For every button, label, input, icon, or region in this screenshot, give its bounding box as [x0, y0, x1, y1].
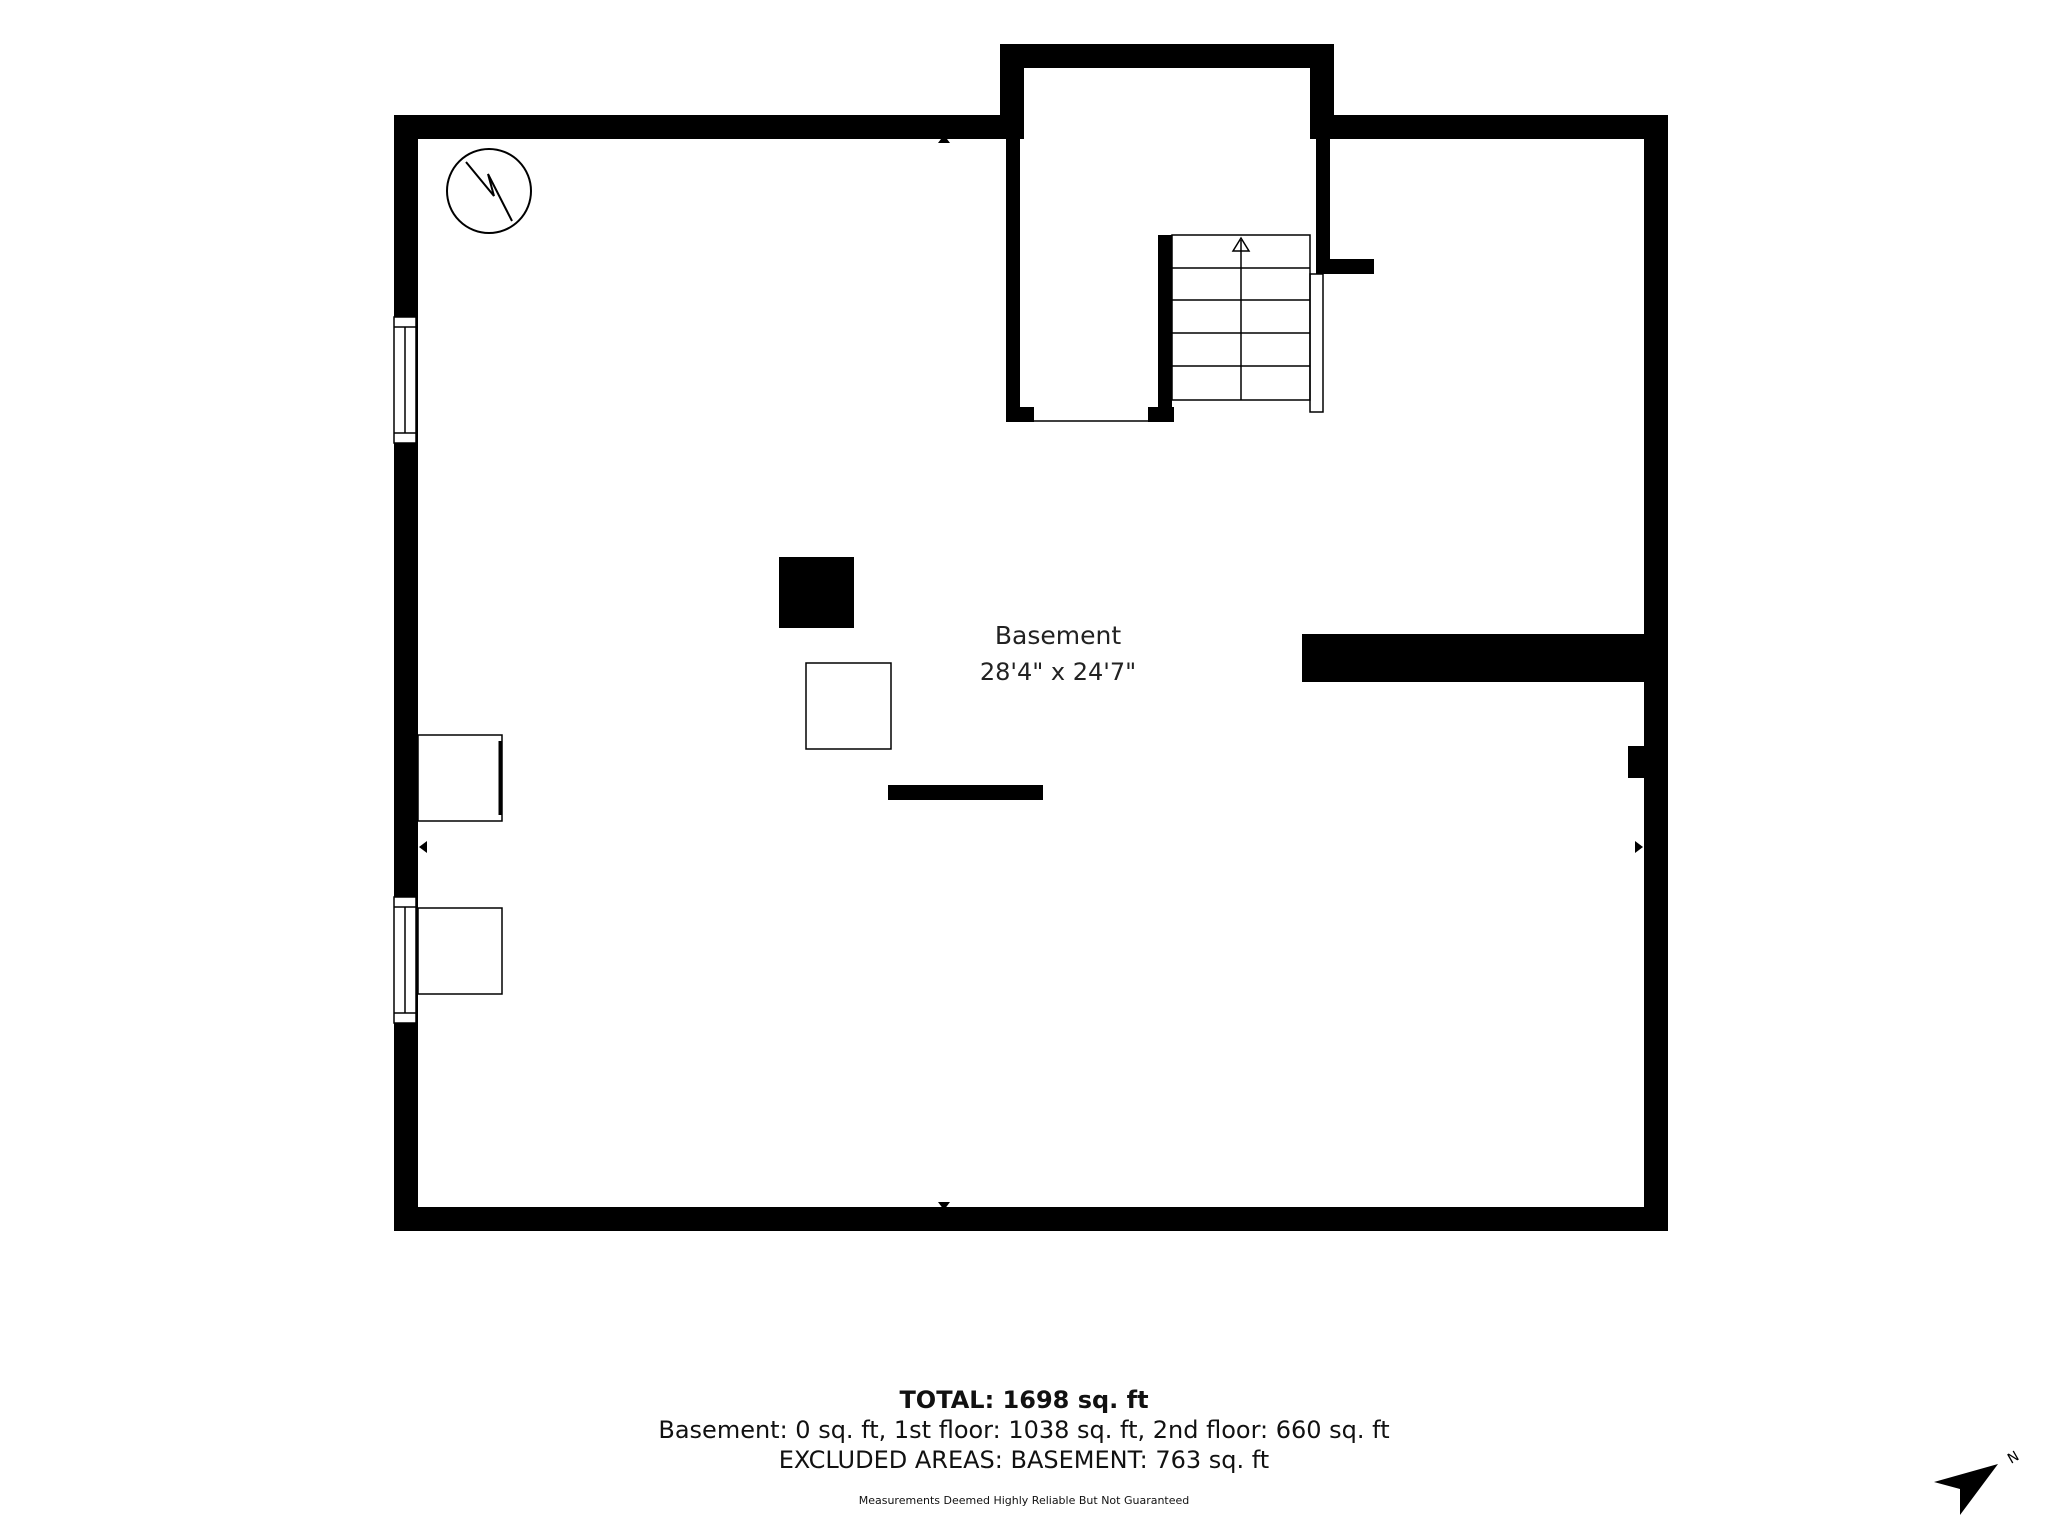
window-wells	[417, 734, 503, 995]
disclaimer: Measurements Deemed Highly Reliable But …	[858, 1494, 1190, 1507]
marker-bottom-icon	[938, 1202, 950, 1210]
marker-right-icon	[1635, 841, 1643, 853]
wall-stub-right	[1628, 746, 1650, 778]
water-heater	[446, 148, 532, 234]
wall-left	[394, 115, 418, 1231]
utility-box	[805, 662, 892, 750]
excluded-areas: EXCLUDED AREAS: BASEMENT: 763 sq. ft	[778, 1446, 1270, 1474]
wall-bottom	[394, 1207, 1668, 1231]
interior-elements	[779, 557, 1668, 800]
wall-top-left	[394, 115, 1024, 139]
marker-top-icon	[938, 135, 950, 143]
water-heater-circle	[446, 148, 532, 234]
exterior-walls	[394, 115, 1668, 1231]
partition-wall	[1302, 634, 1668, 682]
floor-breakdown: Basement: 0 sq. ft, 1st floor: 1038 sq. …	[658, 1416, 1390, 1444]
wall-markers	[419, 135, 1643, 1210]
window-well-upper	[417, 734, 503, 822]
alcove-right-wall-lower	[1316, 115, 1330, 265]
alcove-left-wall	[1006, 115, 1020, 422]
stair-side-wall	[1158, 235, 1172, 422]
stair-railing	[1309, 273, 1324, 413]
compass-arrow-icon	[1934, 1464, 1998, 1515]
wall-top-right	[1326, 115, 1668, 139]
support-column	[779, 557, 854, 628]
room-name: Basement	[995, 621, 1121, 650]
stair-direction-arrow	[1231, 236, 1251, 252]
windows	[393, 316, 417, 1024]
stair-alcove-walls	[1000, 44, 1374, 422]
window-well-lower	[417, 907, 503, 995]
stairs	[1171, 234, 1324, 413]
beam	[888, 785, 1043, 800]
alcove-top-wall	[1000, 44, 1334, 68]
room-dimensions: 28'4" x 24'7"	[980, 658, 1136, 686]
marker-left-icon	[419, 841, 427, 853]
total-area: TOTAL: 1698 sq. ft	[899, 1386, 1149, 1414]
water-heater-bolt-icon	[465, 161, 513, 222]
alcove-left-foot	[1006, 407, 1034, 422]
stub-wall	[1316, 259, 1374, 274]
